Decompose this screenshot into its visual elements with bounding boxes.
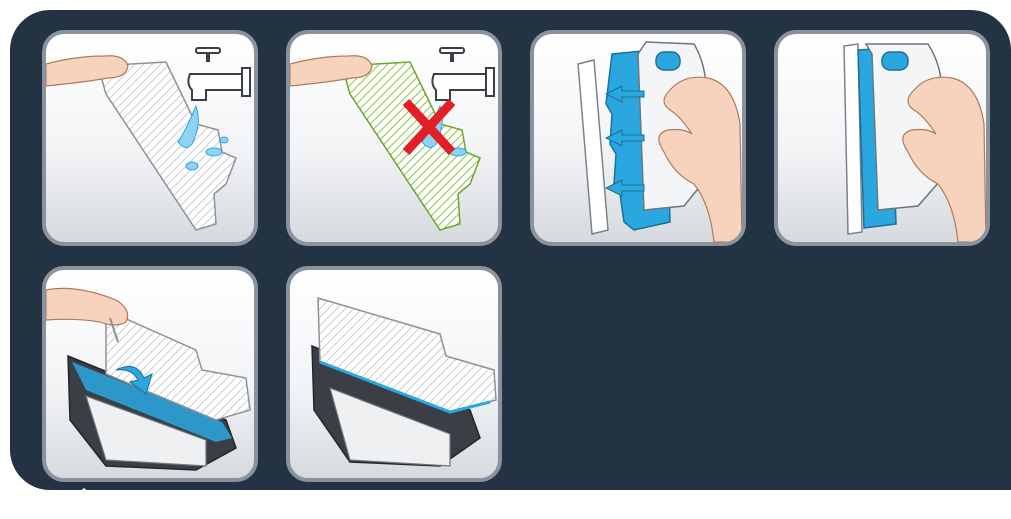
release-button-icon (882, 52, 908, 70)
rinse-pad-illustration (46, 34, 254, 242)
step-card-rinse-pad (42, 30, 258, 246)
step-card-attach-pad (42, 266, 258, 482)
do-not-rinse-illustration (290, 34, 498, 242)
pad-attached-illustration (290, 270, 498, 478)
holder-attached-illustration (778, 34, 986, 242)
panel-pointer-notch (52, 488, 116, 516)
step-card-detach-holder (530, 30, 746, 246)
attach-pad-illustration (46, 270, 254, 478)
detach-holder-illustration (534, 34, 742, 242)
release-button-icon (656, 52, 680, 70)
faucet-icon (188, 48, 250, 100)
step-card-holder-attached (774, 30, 990, 246)
step-card-do-not-rinse (286, 30, 502, 246)
faucet-icon (432, 48, 494, 100)
step-card-pad-attached (286, 266, 502, 482)
